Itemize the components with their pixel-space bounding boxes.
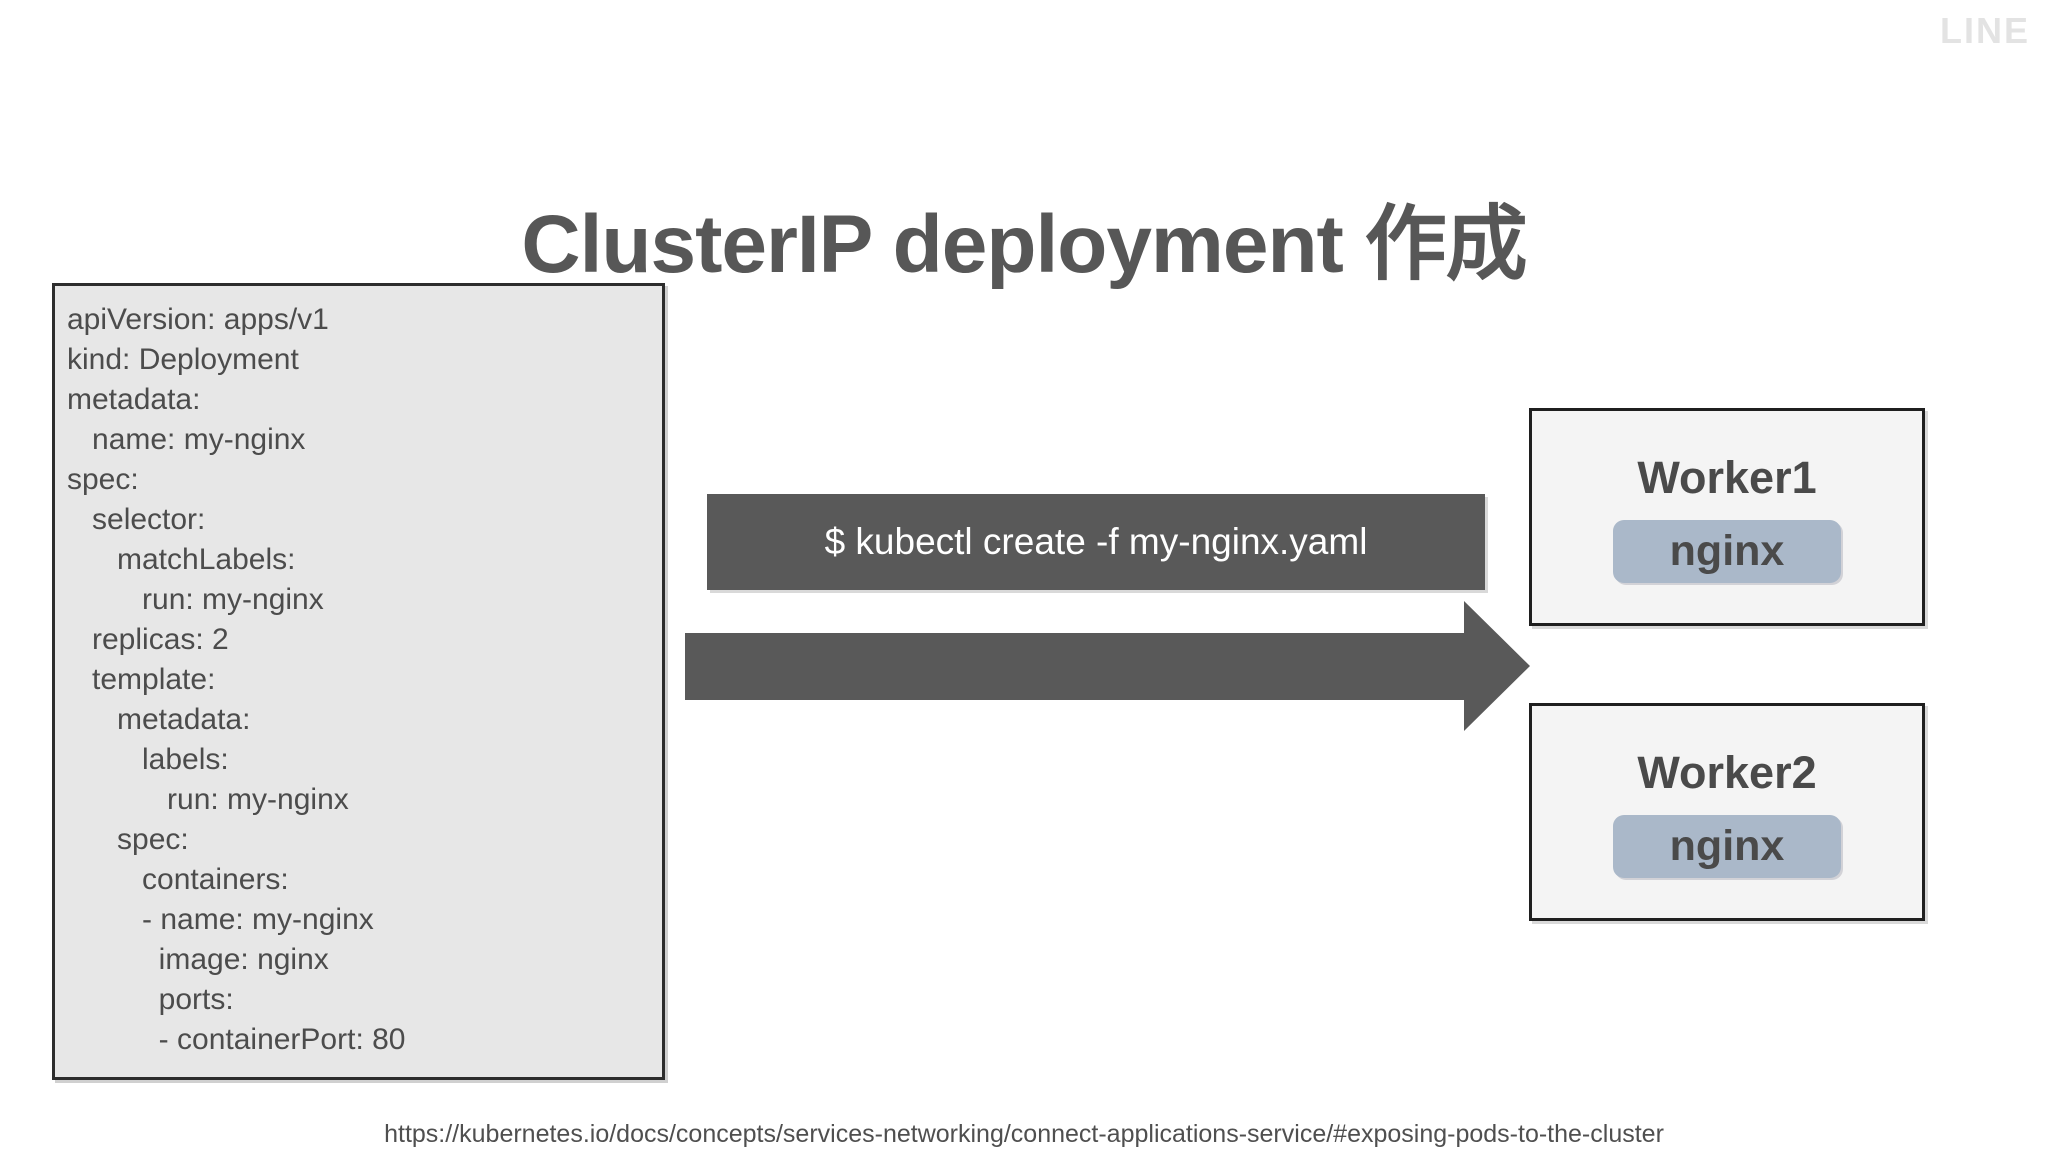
yaml-line: spec: — [67, 823, 189, 856]
yaml-line: containers: — [67, 863, 289, 896]
line-brand-logo: LINE — [1939, 10, 2030, 51]
worker-node-2-pod-label: nginx — [1669, 822, 1785, 870]
yaml-line: image: nginx — [67, 943, 329, 976]
worker-node-1-pod-label: nginx — [1669, 527, 1785, 575]
worker-node-2-pod: nginx — [1613, 815, 1841, 878]
kubectl-command-text: $ kubectl create -f my-nginx.yaml — [824, 521, 1368, 562]
yaml-line: - containerPort: 80 — [67, 1023, 406, 1056]
yaml-line: apiVersion: apps/v1 — [67, 303, 329, 336]
yaml-line: kind: Deployment — [67, 343, 299, 376]
yaml-line: metadata: — [67, 703, 251, 736]
kubectl-command-bar: $ kubectl create -f my-nginx.yaml — [707, 494, 1485, 590]
arrow-right-icon — [685, 601, 1530, 731]
yaml-line: metadata: — [67, 383, 201, 416]
yaml-line: replicas: 2 — [67, 623, 229, 656]
worker-node-2: Worker2 nginx — [1529, 703, 1925, 921]
yaml-line: labels: — [67, 743, 229, 776]
worker-node-2-title: Worker2 — [1637, 747, 1817, 798]
yaml-line: template: — [67, 663, 216, 696]
yaml-code-block: apiVersion: apps/v1 kind: Deployment metad… — [55, 300, 662, 1060]
worker-node-1-pod: nginx — [1613, 520, 1841, 583]
worker-node-1: Worker1 nginx — [1529, 408, 1925, 626]
yaml-line: ports: — [67, 983, 234, 1016]
reference-url[interactable]: https://kubernetes.io/docs/concepts/serv… — [384, 1120, 1664, 1148]
yaml-line: matchLabels: — [67, 543, 296, 576]
yaml-line: spec: — [67, 463, 139, 496]
yaml-manifest-panel: apiVersion: apps/v1 kind: Deployment metad… — [52, 283, 665, 1080]
yaml-line: - name: my-nginx — [67, 903, 374, 936]
yaml-line: selector: — [67, 503, 206, 536]
yaml-line: run: my-nginx — [67, 783, 349, 816]
flow-arrow — [685, 598, 1530, 734]
yaml-line: name: my-nginx — [67, 423, 306, 456]
yaml-line: run: my-nginx — [67, 583, 324, 616]
page-title: ClusterIP deployment 作成 — [521, 198, 1527, 290]
worker-node-1-title: Worker1 — [1637, 452, 1817, 503]
